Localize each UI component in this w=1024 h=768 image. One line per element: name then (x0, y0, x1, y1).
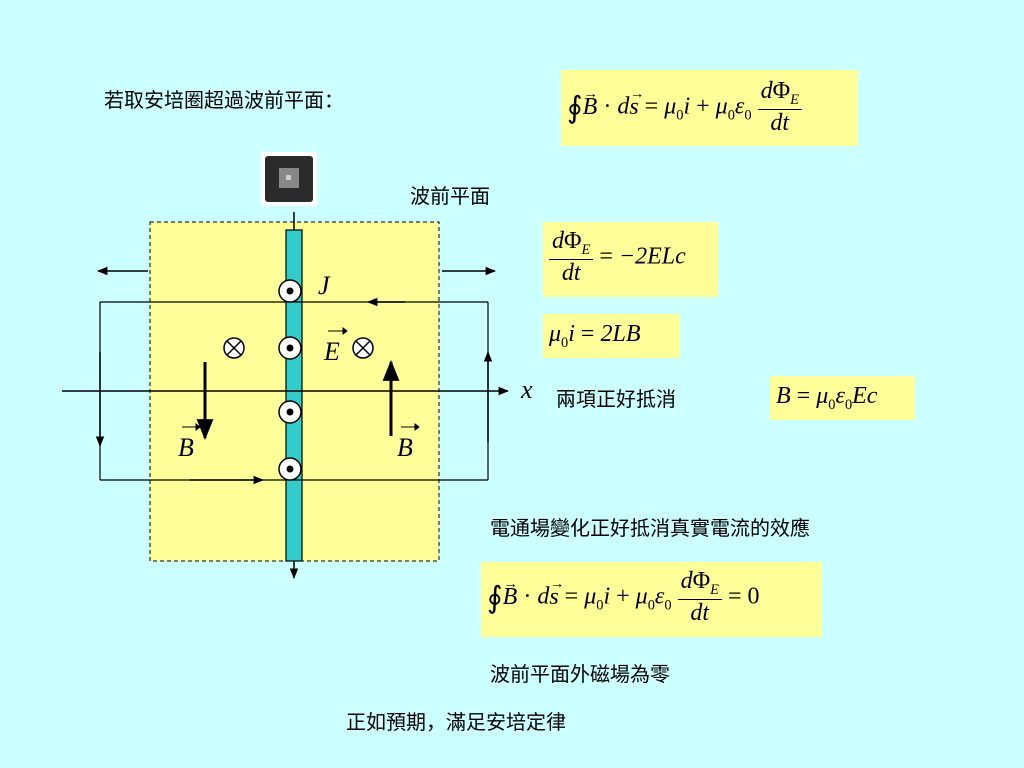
b-left-label: B (178, 433, 194, 462)
equation-b-relation: B = μ0ε0Ec (770, 376, 915, 420)
flux-rate-rhs: −2ELc (618, 243, 686, 270)
cancel-terms-text: 兩項正好抵消 (556, 387, 676, 411)
flux-cancels-current-text: 電通場變化正好抵消真實電流的效應 (490, 516, 810, 540)
out-of-page-dot-icon (278, 279, 302, 303)
out-of-page-dot-icon (278, 400, 302, 424)
source-chip-icon (261, 152, 317, 206)
into-page-cross-icon (352, 337, 374, 359)
x-axis-label: x (520, 375, 533, 404)
vector-arrow-hats (182, 327, 420, 431)
wavefront-plane-label: 波前平面 (410, 184, 490, 208)
b-right-label: B (397, 433, 413, 462)
heading-text: 若取安培圈超過波前平面： (104, 88, 344, 112)
out-of-page-dot-icon (278, 457, 302, 481)
current-label: J (318, 271, 331, 300)
e-field-label: E (323, 337, 340, 366)
out-of-page-dot-icon (278, 336, 302, 360)
field-zero-text: 波前平面外磁場為零 (490, 662, 670, 686)
conclusion-text: 正如預期，滿足安培定律 (346, 710, 566, 734)
into-page-cross-icon (223, 337, 245, 359)
current-term-rhs: 2LB (600, 321, 641, 347)
equation-rhs-zero: 0 (747, 583, 760, 610)
equation-current-term: μ0i = 2LB (543, 314, 680, 358)
